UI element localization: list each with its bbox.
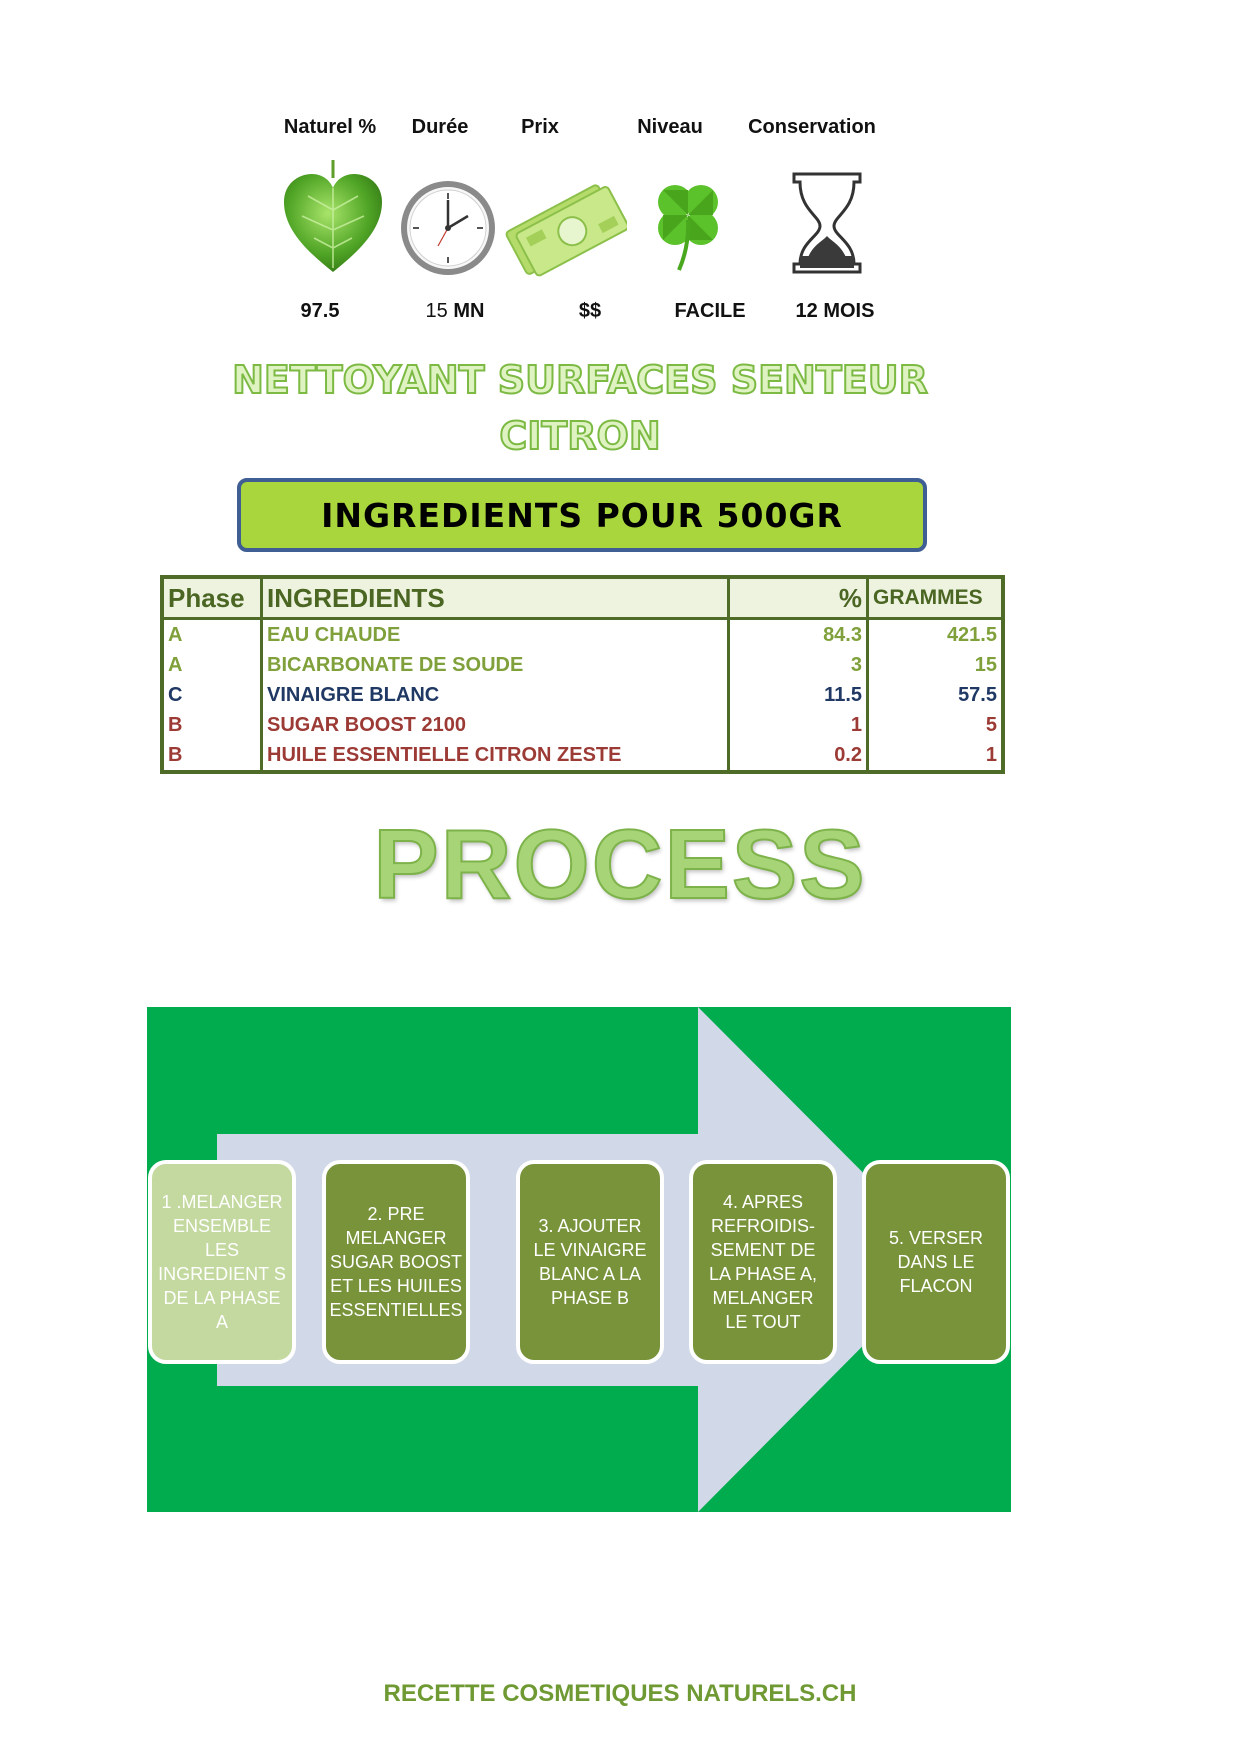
- process-step-1: 1 .MELANGER ENSEMBLE LES INGREDIENT S DE…: [148, 1160, 296, 1364]
- stat-label-niveau: Niveau: [637, 116, 703, 138]
- cell-grams: 421.5: [866, 618, 1005, 650]
- clock-icon: [401, 181, 495, 275]
- cell-percent: 84.3: [727, 618, 869, 650]
- cell-percent: 1: [727, 710, 869, 740]
- stat-label-naturel: Naturel %: [283, 116, 377, 138]
- stat-value-duree-number: 15: [425, 300, 448, 322]
- cell-ingredient: EAU CHAUDE: [260, 618, 730, 650]
- ingredients-table: Phase INGREDIENTS % GRAMMES A EAU CHAUDE…: [160, 575, 1005, 774]
- clover-icon: [658, 185, 718, 271]
- stat-value-duree: 15 MN: [395, 300, 515, 323]
- cell-ingredient: HUILE ESSENTIELLE CITRON ZESTE: [260, 740, 730, 772]
- cell-grams: 5: [866, 710, 1005, 740]
- recipe-title-line1: NETTOYANT SURFACES SENTEUR: [231, 357, 929, 403]
- header-grams: GRAMMES: [866, 577, 1005, 620]
- table-row: A BICARBONATE DE SOUDE 3 15: [160, 650, 1005, 680]
- table-header-row: Phase INGREDIENTS % GRAMMES: [160, 577, 1005, 620]
- header-phase: Phase: [160, 577, 263, 620]
- process-step-3: 3. AJOUTER LE VINAIGRE BLANC A LA PHASE …: [516, 1160, 664, 1364]
- cell-ingredient: SUGAR BOOST 2100: [260, 710, 730, 740]
- cell-phase: A: [160, 650, 263, 680]
- ingredients-banner-text: INGREDIENTS POUR 500GR: [321, 495, 843, 535]
- stat-value-naturel: 97.5: [300, 300, 340, 322]
- cell-phase: C: [160, 680, 263, 710]
- cell-phase: A: [160, 618, 263, 650]
- stat-label-conservation: Conservation: [748, 116, 876, 138]
- cell-phase: B: [160, 710, 263, 740]
- cell-ingredient: BICARBONATE DE SOUDE: [260, 650, 730, 680]
- stat-value-conservation: 12 MOIS: [795, 300, 875, 322]
- process-step-3-text: 3. AJOUTER LE VINAIGRE BLANC A LA PHASE …: [533, 1216, 647, 1308]
- recipe-title-line2: CITRON: [498, 413, 661, 459]
- process-step-1-text: 1 .MELANGER ENSEMBLE LES INGREDIENT S DE…: [158, 1192, 286, 1332]
- process-title: PROCESS: [372, 808, 867, 920]
- header-ingredients: INGREDIENTS: [260, 577, 730, 620]
- table-row: B SUGAR BOOST 2100 1 5: [160, 710, 1005, 740]
- process-step-2: 2. PRE MELANGER SUGAR BOOST ET LES HUILE…: [322, 1160, 470, 1364]
- stat-value-prix: $$: [578, 300, 602, 322]
- money-icon: [505, 184, 627, 277]
- leaf-heart-icon: [284, 160, 382, 272]
- stat-label-prix: Prix: [521, 116, 559, 138]
- cell-ingredient: VINAIGRE BLANC: [260, 680, 730, 710]
- cell-grams: 15: [866, 650, 1005, 680]
- stat-value-niveau: FACILE: [674, 300, 746, 322]
- cell-phase: B: [160, 740, 263, 772]
- process-step-5-text: 5. VERSER DANS LE FLACON: [888, 1228, 984, 1296]
- cell-grams: 57.5: [866, 680, 1005, 710]
- ingredients-banner: INGREDIENTS POUR 500GR: [237, 478, 927, 552]
- cell-grams: 1: [866, 740, 1005, 772]
- table-row: B HUILE ESSENTIELLE CITRON ZESTE 0.2 1: [160, 740, 1005, 772]
- table-row: A EAU CHAUDE 84.3 421.5: [160, 618, 1005, 650]
- recipe-title: NETTOYANT SURFACES SENTEUR CITRON: [200, 352, 960, 464]
- footer-site: RECETTE COSMETIQUES NATURELS.CH: [383, 1680, 857, 1707]
- process-step-2-text: 2. PRE MELANGER SUGAR BOOST ET LES HUILE…: [329, 1204, 463, 1320]
- cell-percent: 0.2: [727, 740, 869, 772]
- cell-percent: 3: [727, 650, 869, 680]
- stat-value-duree-unit: MN: [447, 300, 485, 322]
- stat-label-duree: Durée: [411, 116, 469, 138]
- table-row: C VINAIGRE BLANC 11.5 57.5: [160, 680, 1005, 710]
- process-step-4-text: 4. APRES REFROIDIS-SEMENT DE LA PHASE A,…: [708, 1192, 818, 1332]
- process-step-4: 4. APRES REFROIDIS-SEMENT DE LA PHASE A,…: [689, 1160, 837, 1364]
- header-percent: %: [727, 577, 869, 620]
- process-step-5: 5. VERSER DANS LE FLACON: [862, 1160, 1010, 1364]
- hourglass-icon: [792, 172, 862, 274]
- cell-percent: 11.5: [727, 680, 869, 710]
